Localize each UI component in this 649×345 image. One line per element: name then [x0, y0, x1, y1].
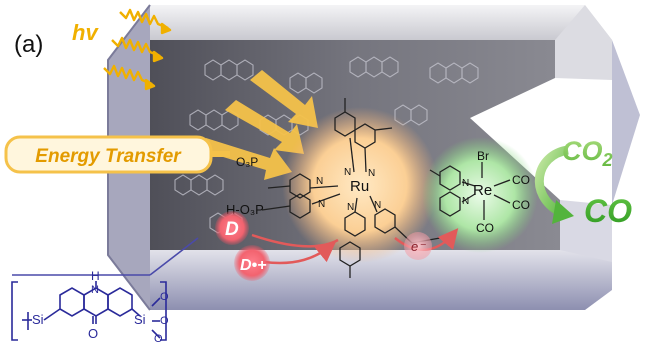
donor-oxidized-bubble	[234, 245, 270, 281]
framework-nh-label: H	[91, 269, 100, 283]
light-waves	[103, 8, 172, 91]
donor-label: D	[225, 219, 239, 240]
framework-o-2: O	[160, 315, 169, 327]
energy-transfer-label: Energy Transfer	[35, 146, 182, 167]
framework-si-right: Si	[134, 312, 146, 327]
ru-n-label-3: N	[316, 176, 323, 187]
light-wave-2	[111, 36, 164, 63]
framework-carbonyl-o: O	[88, 326, 98, 341]
re-n-label-2: N	[462, 196, 469, 207]
energy-arrows	[200, 70, 318, 180]
channel-top-wall	[150, 5, 612, 40]
electron-label: e⁻	[411, 239, 426, 254]
framework-structure: H N O Si Si O O O	[11, 237, 199, 345]
panel-label: (a)	[14, 31, 43, 58]
ru-glow	[282, 107, 438, 263]
energy-arrow-3	[200, 138, 292, 180]
ru-photosensitizer: Ru N N N N N N O₃P H-O₃P	[226, 98, 441, 278]
ru-metal-label: Ru	[350, 178, 369, 195]
re-ligand-br: Br	[477, 149, 489, 163]
energy-transfer-callout: Energy Transfer	[4, 135, 230, 174]
electron-transfer: D D•+ e⁻	[215, 211, 459, 281]
ru-n-label-1: N	[344, 167, 351, 178]
energy-arrow-1	[250, 70, 318, 128]
ru-n-label-2: N	[368, 168, 375, 179]
co-label: CO	[584, 193, 632, 229]
light-label: hv	[72, 20, 99, 45]
co2-label: CO2	[562, 136, 613, 170]
light-wave-1	[119, 8, 172, 35]
re-n-label-1: N	[462, 178, 469, 189]
ru-n-label-4: N	[318, 199, 325, 210]
re-ligand-co-3: CO	[476, 221, 494, 235]
ru-n-label-5: N	[347, 202, 354, 213]
re-catalyst: Re Br CO CO CO N N	[422, 137, 538, 253]
ru-n-label-6: N	[374, 200, 381, 211]
energy-arrow-2	[225, 100, 304, 154]
re-ligand-co-1: CO	[512, 173, 530, 187]
co2-reduction: CO2 CO	[534, 136, 632, 229]
light-wave-3	[103, 64, 156, 91]
donor-bubble	[215, 211, 249, 245]
re-ligand-co-2: CO	[512, 198, 530, 212]
framework-o-1: O	[160, 291, 169, 303]
framework-si-left: Si	[32, 312, 44, 327]
callout-line-1	[149, 237, 199, 276]
ru-anchor-top-label: O₃P	[236, 155, 258, 169]
framework-n-label: N	[91, 284, 99, 296]
donor-oxidized-label: D•+	[240, 257, 267, 274]
reduction-arrow	[534, 145, 570, 216]
electron-bubble	[404, 232, 432, 260]
re-metal-label: Re	[473, 182, 492, 199]
framework-o-3: O	[154, 333, 163, 345]
